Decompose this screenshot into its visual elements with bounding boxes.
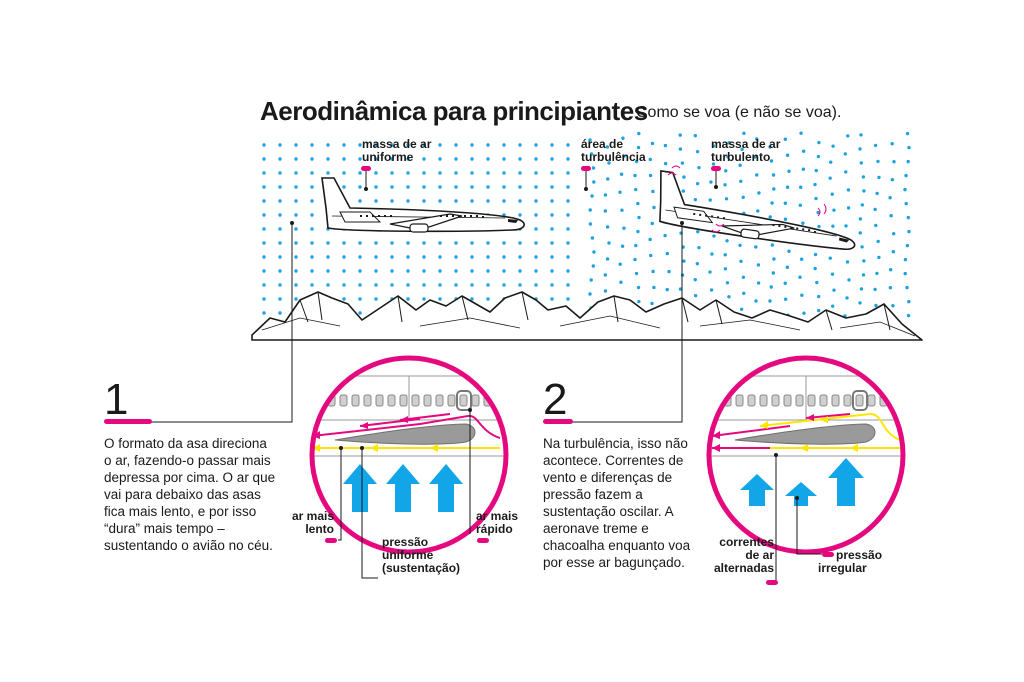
section2-number: 2 bbox=[543, 375, 568, 424]
lift-arrow-icon bbox=[343, 464, 463, 512]
section2-text: Na turbulência, isso não acontece. Corre… bbox=[543, 436, 691, 570]
marker-turbulent-air bbox=[711, 166, 721, 189]
wing-detail-uniform bbox=[309, 355, 509, 579]
section1-underline bbox=[104, 419, 152, 424]
connector-lines bbox=[150, 224, 683, 423]
wing-detail-turbulent bbox=[706, 355, 906, 585]
page-subtitle: Como se voa (e não se voa). bbox=[636, 104, 842, 121]
window-row-icon bbox=[711, 390, 900, 411]
section1-number: 1 bbox=[104, 375, 129, 424]
section1-text: O formato da asa direciona o ar, fazendo… bbox=[104, 436, 276, 553]
section2-underline bbox=[543, 419, 573, 424]
lift-arrow-icon bbox=[740, 458, 864, 506]
marker-uniform-air bbox=[361, 166, 371, 191]
mountains-icon bbox=[251, 291, 923, 341]
marker-turbulence-area bbox=[581, 166, 591, 191]
page-title: Aerodinâmica para principiantes bbox=[260, 96, 648, 126]
shake-marks bbox=[667, 165, 827, 233]
